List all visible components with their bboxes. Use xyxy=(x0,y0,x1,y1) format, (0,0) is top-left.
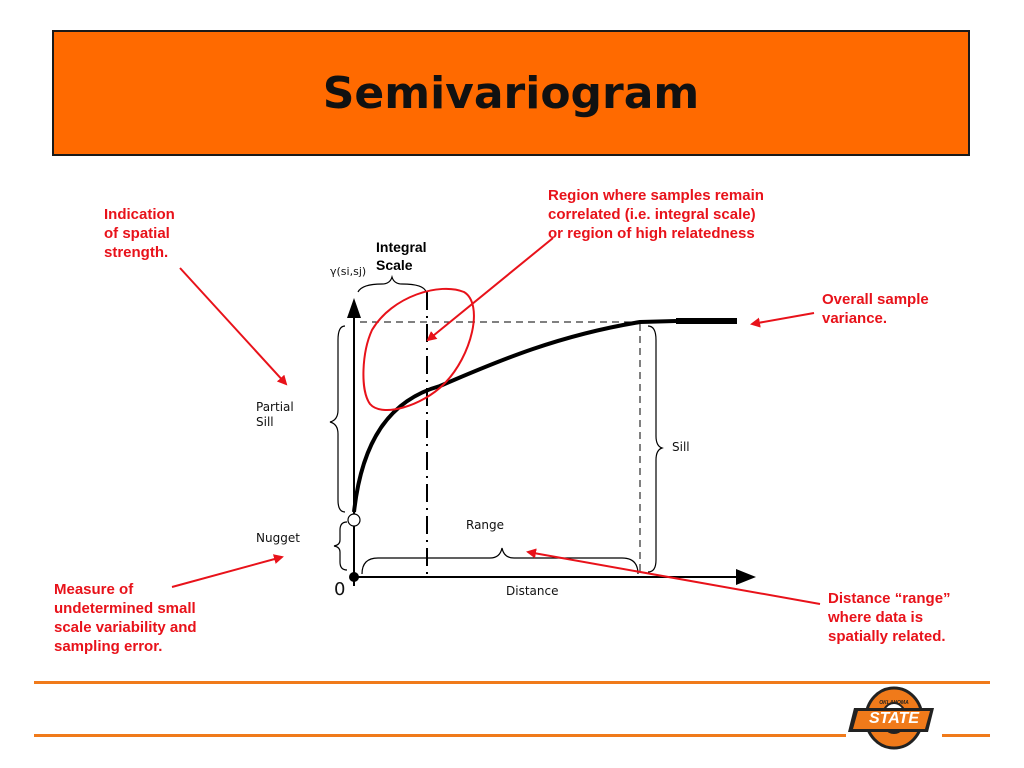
origin-label: 0 xyxy=(334,579,346,600)
partial-sill-brace xyxy=(329,325,346,513)
nugget-measure-arrow xyxy=(171,554,284,588)
y-axis-arrowhead xyxy=(347,298,361,318)
sill-label: Sill xyxy=(672,440,690,454)
title-banner: Semivariogram xyxy=(52,30,970,156)
y-axis-label: γ(si,sj) xyxy=(330,265,367,278)
footer-bottom-rule-left xyxy=(34,734,846,737)
nugget-label: Nugget xyxy=(256,531,300,545)
footer-bottom-rule-right xyxy=(942,734,990,737)
origin-dot xyxy=(349,572,359,582)
spatial-strength-arrow xyxy=(179,267,288,386)
sill-brace xyxy=(647,325,664,573)
footer-top-rule xyxy=(34,681,990,684)
osu-logo: OKLAHOMA STATE UNIVERSITY xyxy=(848,686,940,750)
logo-bottom-text: UNIVERSITY xyxy=(881,728,906,733)
x-axis-arrowhead xyxy=(736,569,756,585)
sample-variance-arrow xyxy=(750,312,815,328)
correlated-region-arrow xyxy=(426,237,554,342)
semivariogram-curve xyxy=(352,319,677,513)
integral-scale-note: Integral Scale xyxy=(376,239,427,273)
distance-range-arrow xyxy=(526,548,821,605)
distance-label: Distance xyxy=(506,584,559,598)
osu-logo-mark xyxy=(848,686,934,750)
correlated-region-note: Region where samples remain correlated (… xyxy=(548,187,764,242)
integral-scale-brace xyxy=(357,274,427,293)
correlated-region-ellipse xyxy=(362,287,475,412)
spatial-strength-note: Indication of spatial strength. xyxy=(104,206,175,261)
nugget-measure-note: Measure of undetermined small scale vari… xyxy=(54,581,197,655)
range-brace xyxy=(361,547,639,575)
partial-sill-label: Partial Sill xyxy=(256,400,294,429)
sample-variance-note: Overall sample variance. xyxy=(822,291,929,327)
nugget-open-circle xyxy=(347,513,361,527)
distance-range-note: Distance “range” where data is spatially… xyxy=(828,590,951,645)
nugget-brace xyxy=(333,521,348,571)
logo-top-text: OKLAHOMA xyxy=(879,700,909,706)
range-label: Range xyxy=(466,518,505,532)
slide-title: Semivariogram xyxy=(322,67,700,119)
logo-main-text: STATE xyxy=(868,710,920,727)
